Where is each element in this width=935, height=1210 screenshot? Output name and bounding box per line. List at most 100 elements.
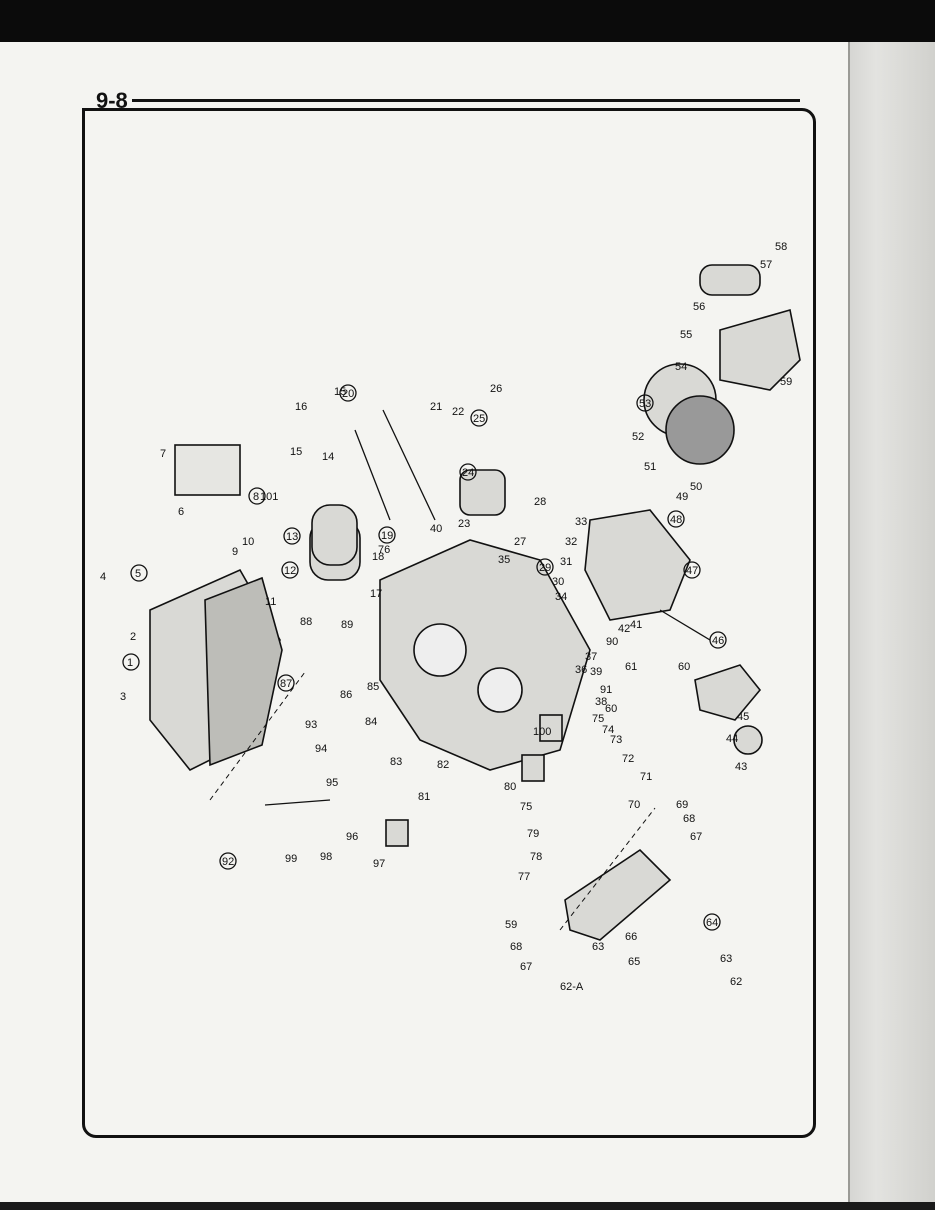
carburetor-main-body	[379, 539, 591, 771]
callout-67b: 67	[690, 831, 702, 843]
callout-23: 23	[458, 518, 470, 530]
callout-79: 79	[527, 828, 539, 840]
callout-80: 80	[504, 781, 516, 793]
callout-75b: 75	[520, 801, 532, 813]
callout-65: 65	[628, 956, 640, 968]
callout-20: 20	[342, 388, 354, 400]
callout-16: 16	[295, 401, 307, 413]
diagram-frame	[82, 108, 816, 1138]
scan-bottom-border	[0, 1202, 935, 1210]
callout-96: 96	[346, 831, 358, 843]
callout-47: 47	[686, 565, 698, 577]
callout-6: 6	[178, 506, 184, 518]
rod-46	[659, 609, 711, 641]
callout-32: 32	[565, 536, 577, 548]
callout-91: 91	[600, 684, 612, 696]
callout-22: 22	[452, 406, 464, 418]
callout-28: 28	[534, 496, 546, 508]
callout-95: 95	[326, 777, 338, 789]
callout-ring-8	[248, 487, 266, 505]
callout-15a: 15	[290, 446, 302, 458]
callout-labels: 1 2 3 4 5 6 7 8 9 10 11 12 13 14 15 15 1…	[100, 241, 792, 993]
callout-3: 3	[120, 691, 126, 703]
callout-84: 84	[365, 716, 377, 728]
callout-97: 97	[373, 858, 385, 870]
callout-ring-92	[219, 852, 237, 870]
callout-51: 51	[644, 461, 656, 473]
callout-36: 36	[575, 664, 587, 676]
callout-33: 33	[575, 516, 587, 528]
callout-66: 66	[625, 931, 637, 943]
callout-ring-25	[470, 409, 488, 427]
callout-31: 31	[560, 556, 572, 568]
callout-72: 72	[622, 753, 634, 765]
callout-85: 85	[367, 681, 379, 693]
callout-87: 87	[280, 678, 292, 690]
callout-38: 38	[595, 696, 607, 708]
callout-42: 42	[618, 623, 630, 635]
throttle-shaft	[382, 409, 436, 521]
callout-69: 69	[676, 799, 688, 811]
callout-5: 5	[135, 568, 141, 580]
callout-30: 30	[552, 576, 564, 588]
callout-52: 52	[632, 431, 644, 443]
callout-ring-19	[378, 526, 396, 544]
callout-62A: 62-A	[560, 981, 584, 993]
callout-71: 71	[640, 771, 652, 783]
callout-19: 19	[381, 530, 393, 542]
diaphragm-housing	[584, 509, 691, 621]
callout-100: 100	[533, 726, 551, 738]
callout-13: 13	[286, 531, 298, 543]
inlet-fitting	[699, 264, 761, 296]
callout-ring-48	[667, 510, 685, 528]
callout-60b: 60	[605, 703, 617, 715]
pump-base-44	[733, 725, 763, 755]
callout-18: 18	[372, 551, 384, 563]
callout-73: 73	[610, 734, 622, 746]
callout-54: 54	[675, 361, 687, 373]
callout-17: 17	[370, 588, 382, 600]
callout-35: 35	[498, 554, 510, 566]
callout-93: 93	[305, 719, 317, 731]
body-bore-2	[477, 667, 523, 713]
callout-1: 1	[127, 657, 133, 669]
callout-83: 83	[390, 756, 402, 768]
callout-39: 39	[590, 666, 602, 678]
callout-60a: 60	[678, 661, 690, 673]
callout-10: 10	[242, 536, 254, 548]
callout-50: 50	[690, 481, 702, 493]
callout-49: 49	[676, 491, 688, 503]
callout-68a: 68	[510, 941, 522, 953]
callout-12: 12	[284, 565, 296, 577]
callout-76: 76	[378, 544, 390, 556]
callout-24: 24	[462, 467, 474, 479]
callout-70: 70	[628, 799, 640, 811]
pump-cover	[719, 308, 801, 391]
callout-63b: 63	[592, 941, 604, 953]
callout-7: 7	[160, 448, 166, 460]
callout-2: 2	[130, 631, 136, 643]
book-page-edge	[848, 42, 935, 1202]
callout-11: 11	[265, 596, 276, 608]
callout-40: 40	[430, 523, 442, 535]
callout-59a: 59	[780, 376, 792, 388]
callout-45: 45	[737, 711, 749, 723]
callout-ring-64	[703, 913, 721, 931]
filter-plate-7	[174, 444, 241, 496]
callout-43: 43	[735, 761, 747, 773]
callout-ring-46	[709, 631, 727, 649]
return-spring-b	[539, 714, 563, 742]
callout-63a: 63	[720, 953, 732, 965]
callout-99: 99	[285, 853, 297, 865]
callout-88: 88	[300, 616, 312, 628]
callout-ring-20	[339, 384, 357, 402]
callout-27: 27	[514, 536, 526, 548]
assembly-dash-2	[559, 807, 656, 931]
callout-56: 56	[693, 301, 705, 313]
callout-58: 58	[775, 241, 787, 253]
callout-ring-87	[277, 674, 295, 692]
callout-ring-53	[636, 394, 654, 412]
callout-61: 61	[625, 661, 637, 673]
callout-81: 81	[418, 791, 430, 803]
callout-ring-13	[283, 527, 301, 545]
